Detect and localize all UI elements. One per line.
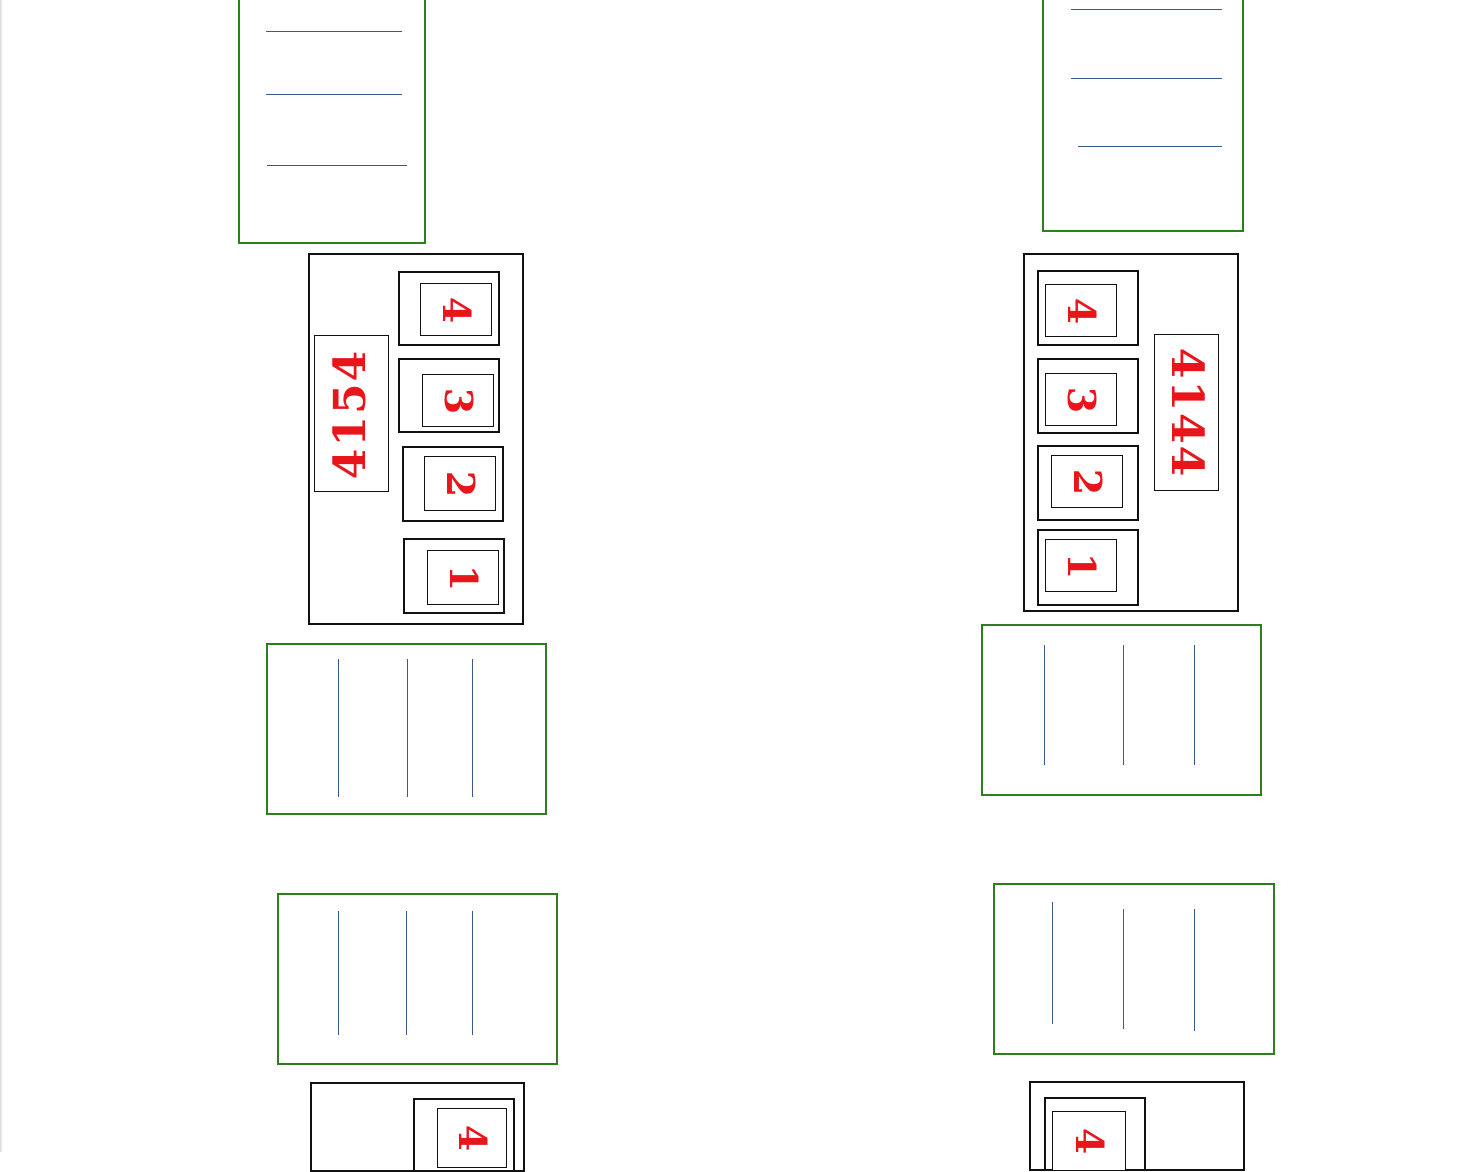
left-slot-3-inner: 3 bbox=[422, 374, 494, 427]
panel-line bbox=[1194, 909, 1195, 1031]
left-bottom-device-box: 4 bbox=[310, 1082, 525, 1172]
right-bottom-slot-4-inner: 4 bbox=[1052, 1111, 1126, 1171]
left-slot-2-label: 2 bbox=[437, 470, 483, 497]
panel-line bbox=[338, 911, 339, 1035]
panel-line bbox=[266, 31, 402, 32]
left-slot-3: 3 bbox=[398, 358, 500, 433]
right-lower-panel bbox=[993, 883, 1275, 1055]
panel-line bbox=[472, 911, 473, 1035]
right-middle-panel bbox=[981, 624, 1262, 796]
right-device-code: 4144 bbox=[1161, 347, 1213, 478]
left-slot-4-inner: 4 bbox=[420, 283, 492, 336]
left-middle-panel bbox=[266, 643, 547, 815]
panel-line bbox=[1071, 9, 1222, 10]
left-slot-1: 1 bbox=[403, 538, 505, 614]
left-bottom-slot-4: 4 bbox=[413, 1098, 515, 1172]
right-device-code-box: 4144 bbox=[1154, 334, 1219, 491]
panel-line bbox=[1071, 78, 1222, 79]
panel-line bbox=[1078, 146, 1222, 147]
left-slot-2-inner: 2 bbox=[424, 456, 496, 511]
panel-line bbox=[338, 659, 339, 797]
panel-line bbox=[1194, 645, 1195, 765]
left-slot-4: 4 bbox=[398, 271, 500, 346]
left-slot-1-inner: 1 bbox=[427, 550, 499, 605]
left-top-panel bbox=[238, 0, 426, 244]
left-slot-4-label: 4 bbox=[433, 296, 479, 323]
left-slot-3-label: 3 bbox=[435, 387, 481, 414]
panel-line bbox=[1123, 645, 1124, 765]
right-slot-1-label: 1 bbox=[1058, 552, 1104, 579]
left-device-code: 4154 bbox=[325, 348, 377, 479]
panel-line bbox=[1044, 645, 1045, 765]
panel-line bbox=[266, 94, 402, 95]
right-slot-4: 4 bbox=[1037, 270, 1139, 346]
left-device-code-box: 4154 bbox=[314, 335, 389, 492]
panel-line bbox=[406, 911, 407, 1035]
right-slot-4-label: 4 bbox=[1058, 297, 1104, 324]
right-slot-2-label: 2 bbox=[1064, 468, 1110, 495]
right-slot-1: 1 bbox=[1037, 529, 1139, 606]
right-bottom-slot-4: 4 bbox=[1044, 1097, 1146, 1171]
right-bottom-device-box: 4 bbox=[1029, 1081, 1245, 1171]
left-lower-panel bbox=[277, 893, 558, 1065]
right-device-box: 4 3 2 1 4144 bbox=[1023, 253, 1239, 612]
right-bottom-slot-4-label: 4 bbox=[1066, 1127, 1112, 1155]
left-slot-2: 2 bbox=[402, 446, 504, 522]
right-slot-4-inner: 4 bbox=[1045, 284, 1117, 337]
right-slot-3: 3 bbox=[1037, 358, 1139, 434]
left-slot-1-label: 1 bbox=[440, 564, 486, 591]
right-slot-2-inner: 2 bbox=[1051, 455, 1123, 508]
left-bottom-slot-4-label: 4 bbox=[449, 1124, 495, 1152]
right-top-panel bbox=[1042, 0, 1244, 232]
panel-line bbox=[1123, 909, 1124, 1029]
left-device-box: 4154 4 3 2 1 bbox=[308, 253, 524, 625]
right-slot-3-label: 3 bbox=[1058, 386, 1104, 413]
page-edge bbox=[0, 0, 3, 1152]
panel-line bbox=[472, 659, 473, 797]
panel-line bbox=[267, 165, 407, 166]
right-slot-2: 2 bbox=[1037, 445, 1139, 521]
right-slot-3-inner: 3 bbox=[1045, 373, 1117, 426]
left-bottom-slot-4-inner: 4 bbox=[437, 1108, 507, 1168]
panel-line bbox=[407, 659, 408, 797]
panel-line bbox=[1052, 902, 1053, 1024]
right-slot-1-inner: 1 bbox=[1045, 539, 1117, 592]
